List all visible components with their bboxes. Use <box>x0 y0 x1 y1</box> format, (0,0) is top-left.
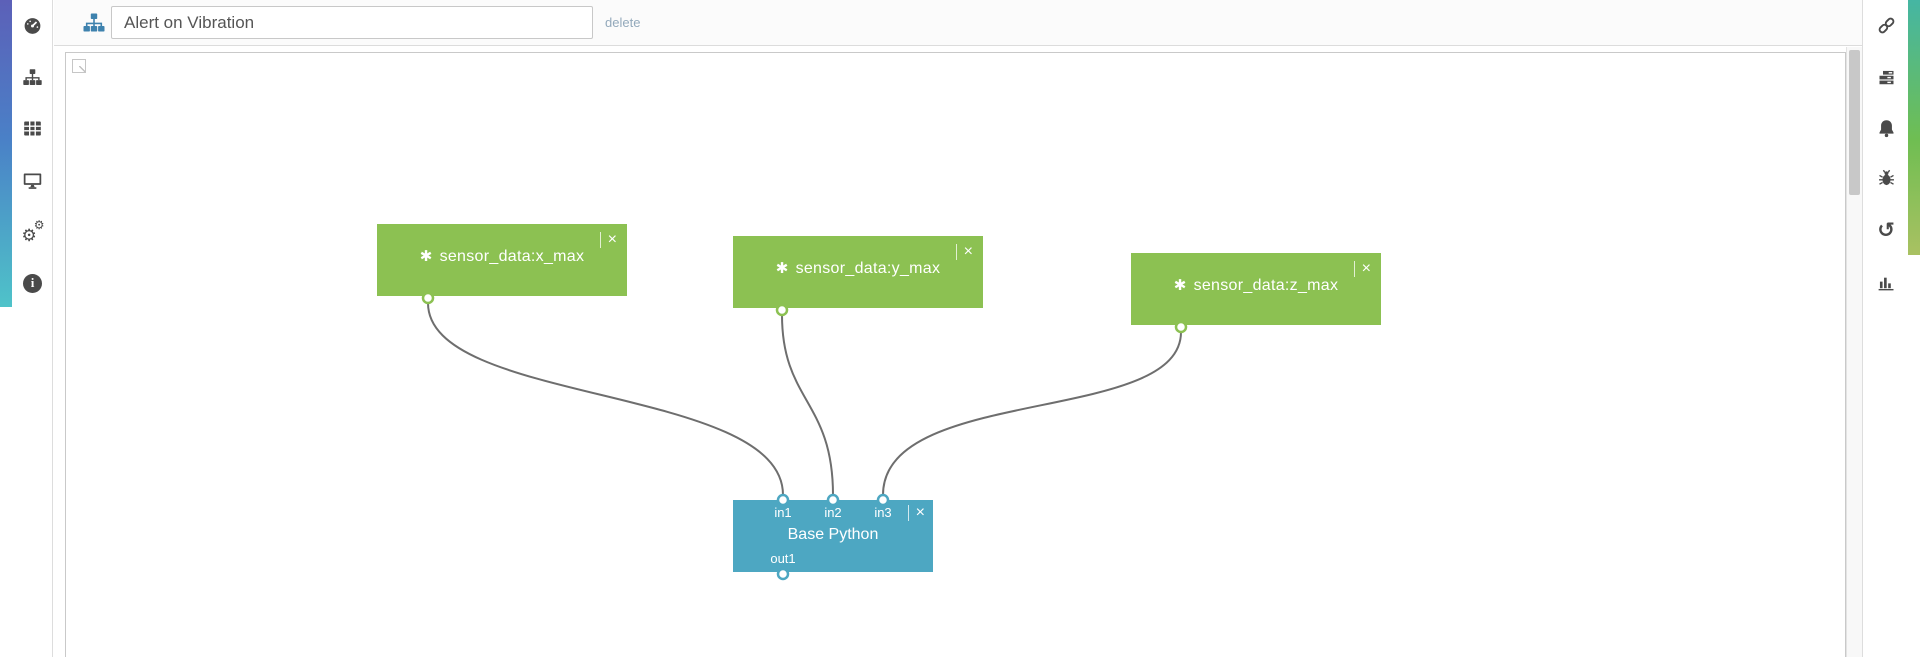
workflows-sitemap-icon[interactable] <box>12 66 53 88</box>
close-icon: × <box>915 504 925 521</box>
port-label-in2: in2 <box>824 505 842 520</box>
port-in2[interactable] <box>826 493 840 507</box>
workflow-canvas[interactable]: ✱sensor_data:x_max × ✱sensor_data:y_max … <box>65 52 1846 657</box>
node-z-max[interactable]: ✱sensor_data:z_max × <box>1131 253 1381 325</box>
port-label-in1: in1 <box>774 505 792 520</box>
workflow-name-input[interactable] <box>111 6 593 39</box>
gear-small-glyph: ⚙ <box>33 218 45 232</box>
close-divider <box>599 232 601 248</box>
left-gradient-strip <box>0 0 12 307</box>
port-out-z-max[interactable] <box>1174 320 1188 334</box>
node-y-max[interactable]: ✱sensor_data:y_max × <box>733 236 983 308</box>
port-out1[interactable] <box>776 567 790 581</box>
log-tasks-icon[interactable] <box>1863 66 1909 88</box>
port-in3[interactable] <box>876 493 890 507</box>
port-label-out1: out1 <box>770 551 796 566</box>
close-icon: × <box>607 231 617 248</box>
data-table-icon[interactable] <box>12 117 53 139</box>
debug-bug-icon[interactable] <box>1863 167 1909 189</box>
close-divider <box>1353 261 1355 277</box>
link-icon[interactable] <box>1863 14 1909 36</box>
node-close-button[interactable]: × <box>599 231 617 248</box>
workflow-sitemap-icon <box>82 11 106 35</box>
close-icon: × <box>1361 260 1371 277</box>
asterisk-trigger-icon: ✱ <box>775 259 789 277</box>
node-base-python[interactable]: in1 in2 in3 × Base Python out1 <box>733 500 933 572</box>
node-x-max[interactable]: ✱sensor_data:x_max × <box>377 224 627 296</box>
edge-layer <box>427 302 1182 496</box>
port-label-in3: in3 <box>874 505 892 520</box>
scrollbar-thumb[interactable] <box>1849 50 1860 195</box>
edge-ymax-to-in2[interactable] <box>781 314 834 496</box>
devices-monitor-icon[interactable] <box>12 169 53 191</box>
node-label: ✱sensor_data:y_max <box>775 259 941 277</box>
right-tool-rail: ↺ <box>1862 0 1920 657</box>
port-layer <box>421 291 1188 581</box>
asterisk-trigger-icon: ✱ <box>419 247 433 265</box>
settings-gears-icon[interactable]: ⚙ ⚙ <box>12 218 53 246</box>
node-close-button[interactable]: × <box>1353 260 1371 277</box>
asterisk-trigger-icon: ✱ <box>1173 276 1187 294</box>
delete-workflow-link[interactable]: delete <box>605 15 641 30</box>
close-divider <box>955 244 957 260</box>
right-gradient-strip <box>1908 0 1920 255</box>
node-close-button[interactable]: × <box>907 504 925 521</box>
node-label: ✱sensor_data:x_max <box>419 247 585 265</box>
canvas-vertical-scrollbar[interactable] <box>1846 47 1862 657</box>
port-out-y-max[interactable] <box>775 303 789 317</box>
edge-zmax-to-in3[interactable] <box>882 331 1182 496</box>
close-divider <box>907 505 909 521</box>
node-close-button[interactable]: × <box>955 243 973 260</box>
port-out-x-max[interactable] <box>421 291 435 305</box>
close-icon: × <box>963 243 973 260</box>
top-toolbar: delete <box>54 0 1862 46</box>
stats-chart-icon[interactable] <box>1863 271 1909 293</box>
info-icon[interactable]: i <box>12 272 53 294</box>
port-in1[interactable] <box>776 493 790 507</box>
gear-large-glyph: ⚙ <box>21 226 37 246</box>
edge-xmax-to-in1[interactable] <box>427 302 784 496</box>
dashboard-gauge-icon[interactable] <box>12 14 53 36</box>
canvas-select-checkbox[interactable] <box>72 59 86 73</box>
node-label: Base Python <box>787 526 879 543</box>
history-glyph: ↺ <box>1877 217 1895 242</box>
node-label: ✱sensor_data:z_max <box>1173 276 1339 294</box>
notifications-bell-icon[interactable] <box>1863 117 1909 139</box>
info-letter: i <box>23 273 42 293</box>
left-nav-rail: ⚙ ⚙ i <box>0 0 53 657</box>
history-icon[interactable]: ↺ <box>1863 219 1909 241</box>
